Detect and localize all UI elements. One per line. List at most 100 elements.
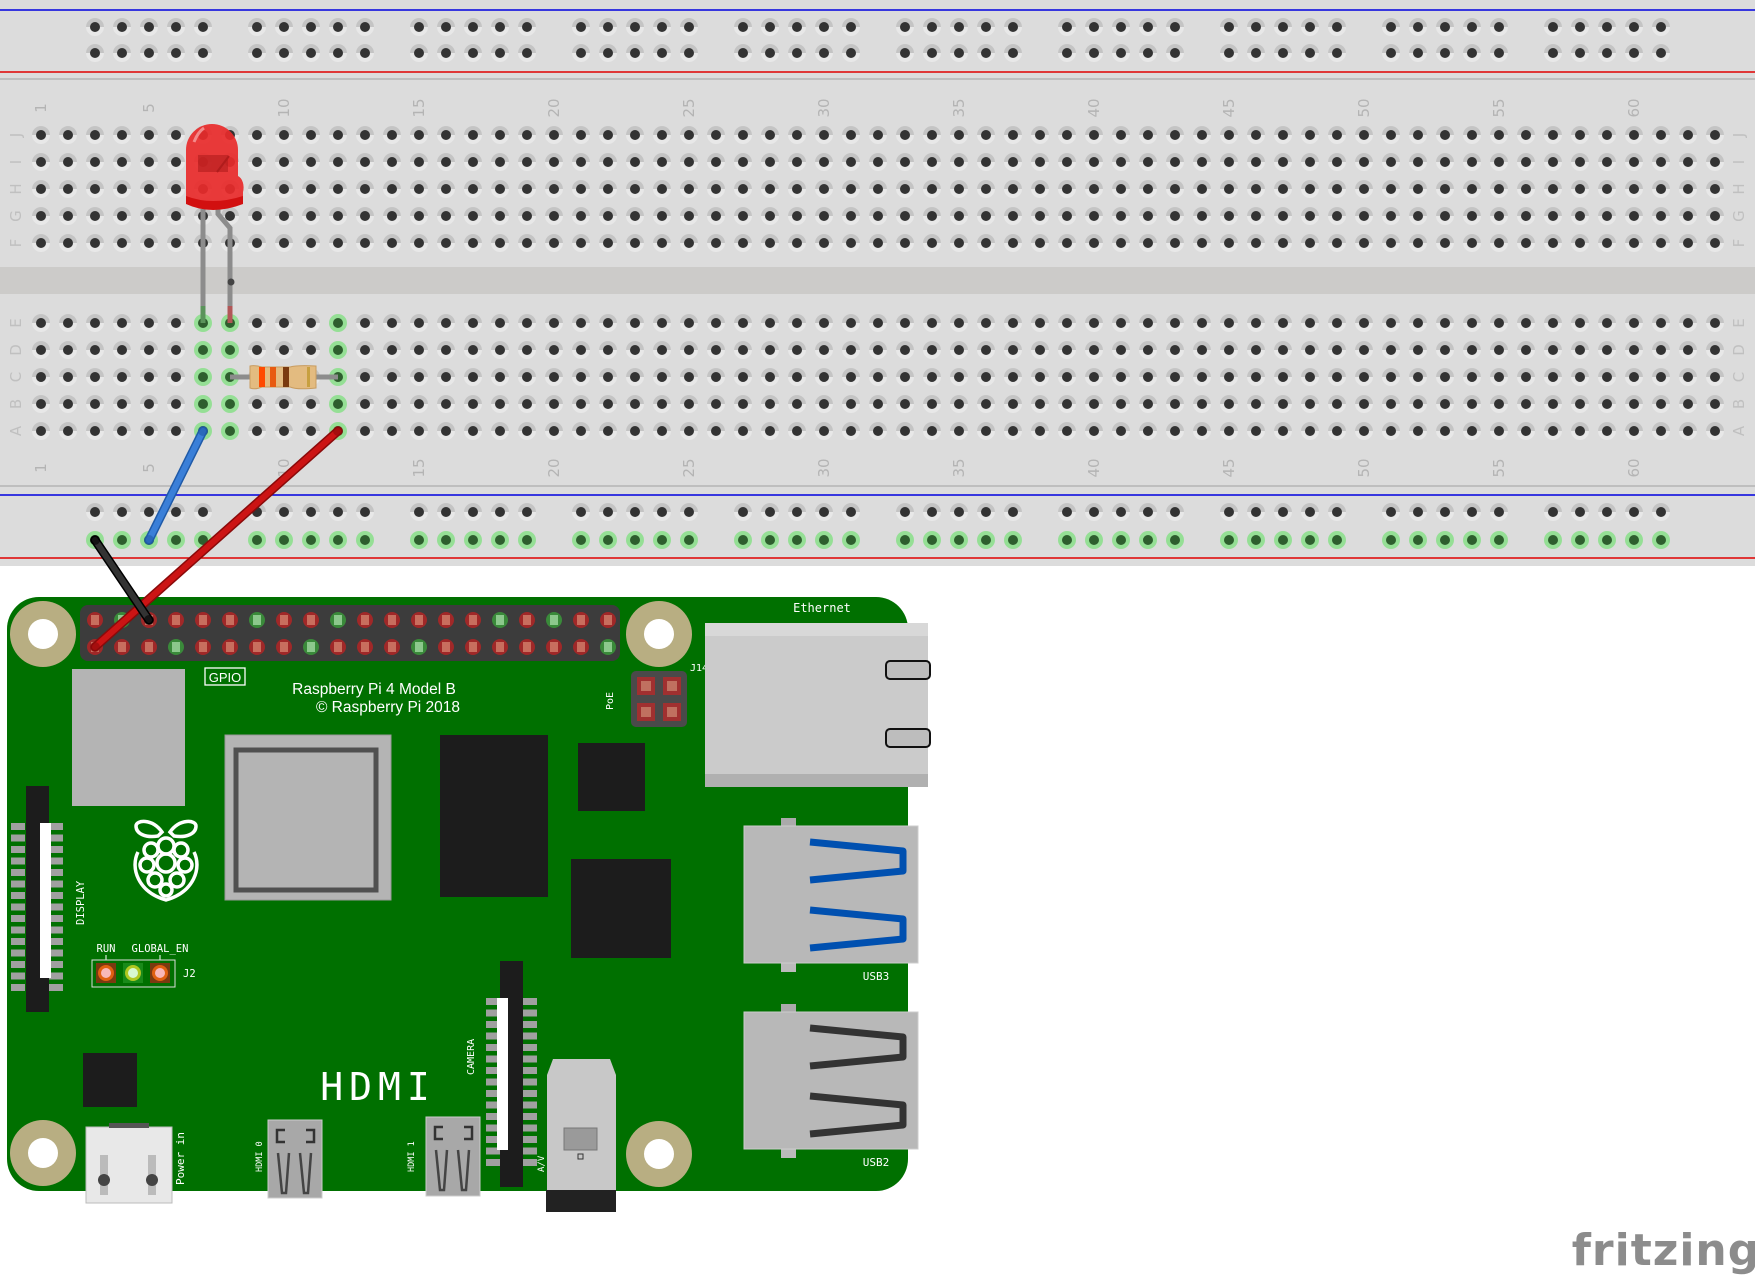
gpio-pin[interactable] xyxy=(114,639,130,655)
breadboard-hole[interactable] xyxy=(1058,234,1076,252)
breadboard-hole[interactable] xyxy=(437,422,455,440)
breadboard-hole[interactable] xyxy=(1004,422,1022,440)
breadboard-hole[interactable] xyxy=(437,207,455,225)
breadboard-hole[interactable] xyxy=(1112,153,1130,171)
breadboard-hole[interactable] xyxy=(1517,234,1535,252)
breadboard-hole[interactable] xyxy=(167,207,185,225)
breadboard-hole[interactable] xyxy=(842,153,860,171)
breadboard-hole[interactable] xyxy=(1301,314,1319,332)
breadboard-hole[interactable] xyxy=(923,314,941,332)
top-rail-hole[interactable] xyxy=(167,44,185,62)
breadboard-hole[interactable] xyxy=(194,368,212,386)
breadboard-hole[interactable] xyxy=(599,207,617,225)
breadboard-hole[interactable] xyxy=(518,207,536,225)
breadboard-hole[interactable] xyxy=(1355,314,1373,332)
breadboard-hole[interactable] xyxy=(59,368,77,386)
top-rail-hole[interactable] xyxy=(86,44,104,62)
breadboard-hole[interactable] xyxy=(923,422,941,440)
breadboard-hole[interactable] xyxy=(410,234,428,252)
breadboard-hole[interactable] xyxy=(1085,207,1103,225)
gpio-pin[interactable] xyxy=(465,639,481,655)
breadboard-hole[interactable] xyxy=(1706,126,1724,144)
breadboard-hole[interactable] xyxy=(1544,153,1562,171)
breadboard-hole[interactable] xyxy=(1274,153,1292,171)
bottom-rail-hole[interactable] xyxy=(1598,503,1616,521)
breadboard-hole[interactable] xyxy=(1328,153,1346,171)
breadboard-hole[interactable] xyxy=(1139,314,1157,332)
breadboard-hole[interactable] xyxy=(464,395,482,413)
breadboard-hole[interactable] xyxy=(248,341,266,359)
breadboard-hole[interactable] xyxy=(1625,314,1643,332)
breadboard-hole[interactable] xyxy=(1031,153,1049,171)
bottom-rail-hole[interactable] xyxy=(1436,531,1454,549)
bottom-rail-hole[interactable] xyxy=(356,503,374,521)
top-rail-hole[interactable] xyxy=(329,18,347,36)
breadboard-hole[interactable] xyxy=(1463,153,1481,171)
breadboard-hole[interactable] xyxy=(1436,126,1454,144)
breadboard-hole[interactable] xyxy=(1220,126,1238,144)
breadboard-hole[interactable] xyxy=(1679,368,1697,386)
breadboard-hole[interactable] xyxy=(329,180,347,198)
breadboard-hole[interactable] xyxy=(626,180,644,198)
breadboard-hole[interactable] xyxy=(815,314,833,332)
breadboard-hole[interactable] xyxy=(788,368,806,386)
breadboard-hole[interactable] xyxy=(329,314,347,332)
breadboard-hole[interactable] xyxy=(1328,180,1346,198)
breadboard-hole[interactable] xyxy=(977,422,995,440)
breadboard-hole[interactable] xyxy=(437,234,455,252)
breadboard-hole[interactable] xyxy=(1301,207,1319,225)
top-rail-hole[interactable] xyxy=(410,18,428,36)
top-rail-hole[interactable] xyxy=(1112,44,1130,62)
breadboard-hole[interactable] xyxy=(32,341,50,359)
breadboard-hole[interactable] xyxy=(869,341,887,359)
breadboard-hole[interactable] xyxy=(1004,314,1022,332)
breadboard-hole[interactable] xyxy=(1598,368,1616,386)
breadboard-hole[interactable] xyxy=(815,422,833,440)
breadboard-hole[interactable] xyxy=(572,341,590,359)
top-rail-hole[interactable] xyxy=(356,44,374,62)
breadboard-hole[interactable] xyxy=(1571,234,1589,252)
top-rail-hole[interactable] xyxy=(140,44,158,62)
breadboard-hole[interactable] xyxy=(1031,207,1049,225)
breadboard-hole[interactable] xyxy=(464,341,482,359)
breadboard-hole[interactable] xyxy=(248,422,266,440)
breadboard-hole[interactable] xyxy=(1571,422,1589,440)
breadboard-hole[interactable] xyxy=(1004,153,1022,171)
breadboard-hole[interactable] xyxy=(1301,422,1319,440)
breadboard-hole[interactable] xyxy=(1301,126,1319,144)
breadboard-hole[interactable] xyxy=(761,153,779,171)
breadboard-hole[interactable] xyxy=(437,368,455,386)
top-rail-hole[interactable] xyxy=(491,18,509,36)
breadboard-hole[interactable] xyxy=(896,395,914,413)
breadboard-hole[interactable] xyxy=(734,368,752,386)
breadboard-hole[interactable] xyxy=(1652,207,1670,225)
gpio-pin[interactable] xyxy=(222,612,238,628)
breadboard-hole[interactable] xyxy=(329,153,347,171)
breadboard-hole[interactable] xyxy=(383,207,401,225)
breadboard-hole[interactable] xyxy=(410,126,428,144)
breadboard-hole[interactable] xyxy=(1031,314,1049,332)
gpio-pin[interactable] xyxy=(411,612,427,628)
bottom-rail-hole[interactable] xyxy=(1139,531,1157,549)
breadboard-hole[interactable] xyxy=(788,314,806,332)
breadboard-hole[interactable] xyxy=(734,153,752,171)
breadboard-hole[interactable] xyxy=(923,234,941,252)
breadboard-hole[interactable] xyxy=(761,234,779,252)
breadboard-hole[interactable] xyxy=(653,126,671,144)
breadboard-hole[interactable] xyxy=(464,126,482,144)
breadboard-hole[interactable] xyxy=(1274,341,1292,359)
top-rail-hole[interactable] xyxy=(653,44,671,62)
breadboard-hole[interactable] xyxy=(761,422,779,440)
gpio-pin[interactable] xyxy=(384,639,400,655)
breadboard-hole[interactable] xyxy=(302,207,320,225)
bottom-rail-hole[interactable] xyxy=(1463,531,1481,549)
breadboard-hole[interactable] xyxy=(86,180,104,198)
top-rail-hole[interactable] xyxy=(653,18,671,36)
breadboard-hole[interactable] xyxy=(1220,207,1238,225)
breadboard-hole[interactable] xyxy=(140,314,158,332)
breadboard-hole[interactable] xyxy=(383,314,401,332)
breadboard-hole[interactable] xyxy=(1679,314,1697,332)
breadboard-hole[interactable] xyxy=(1058,180,1076,198)
breadboard-hole[interactable] xyxy=(1058,395,1076,413)
top-rail-hole[interactable] xyxy=(464,18,482,36)
